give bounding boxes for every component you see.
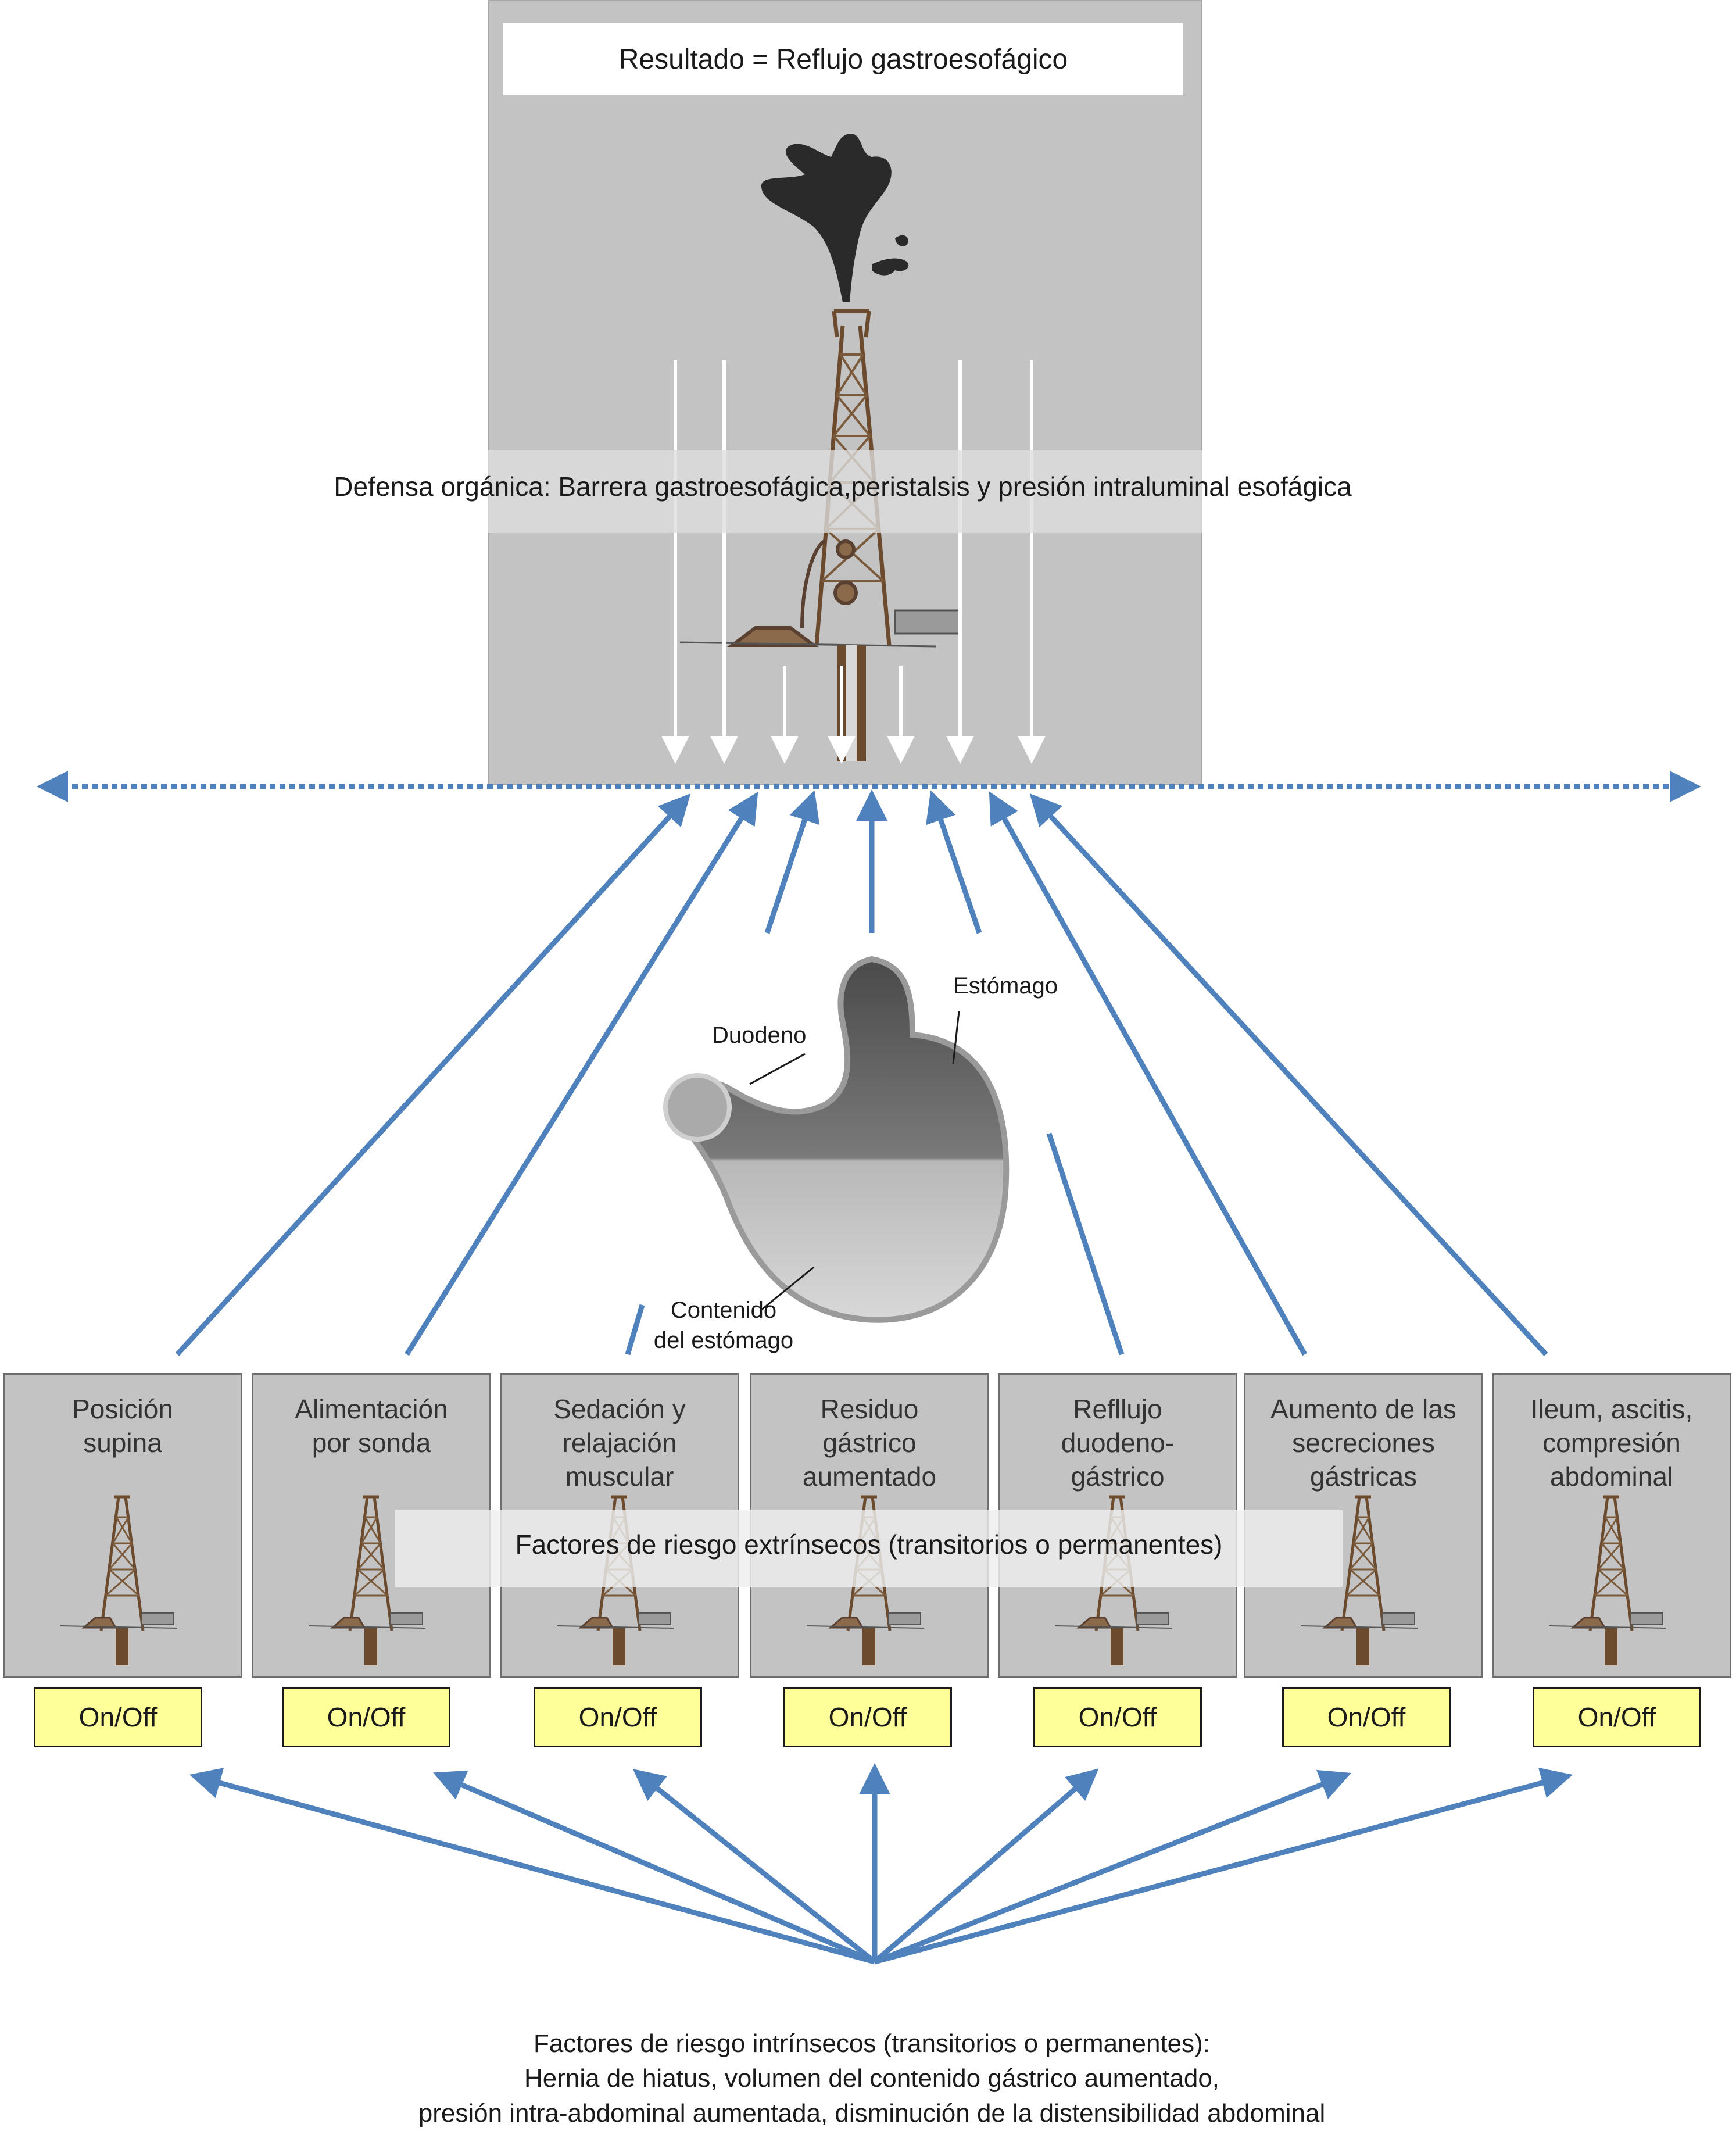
toggle-residuo-gastrico[interactable]: On/Off: [783, 1687, 952, 1747]
factor-arrow-6: [989, 791, 1307, 1356]
intrinsic-factors: Factores de riesgo intrínsecos (transito…: [174, 2026, 1569, 2131]
factor-title: Aumento de las secreciones gástricas: [1270, 1394, 1456, 1492]
intrinsic-title: Factores de riesgo intrínsecos (transito…: [533, 2029, 1211, 2058]
factor-secreciones-gastricas: Aumento de las secreciones gástricas: [1244, 1373, 1483, 1678]
toggle-alimentacion-por-sonda[interactable]: On/Off: [282, 1687, 450, 1747]
defense-label: Defensa orgánica: Barrera gastroesofágic…: [334, 471, 1352, 502]
extrinsic-label: Factores de riesgo extrínsecos (transito…: [515, 1529, 1223, 1560]
extrinsic-band: [395, 1510, 1343, 1587]
defense-arrows: [661, 360, 1046, 764]
factor-title: Ileum, ascitis, compresión abdominal: [1530, 1394, 1693, 1492]
factor-posicion-supina: Posición supina: [3, 1373, 242, 1678]
intrinsic-arrow-6: [874, 1769, 1352, 1965]
toggle-posicion-supina[interactable]: On/Off: [34, 1687, 202, 1747]
intrinsic-line-2: Hernia de hiatus, volumen del contenido …: [524, 2064, 1220, 2093]
factor-ileum-ascitis: Ileum, ascitis, compresión abdominal: [1492, 1373, 1731, 1678]
toggle-secreciones-gastricas[interactable]: On/Off: [1282, 1687, 1451, 1747]
intrinsic-arrow-1: [189, 1768, 876, 1965]
factor-arrow-5: [926, 790, 982, 934]
defense-band: [488, 450, 1202, 533]
stomach-contents-label: Contenido del estómago: [653, 1297, 794, 1353]
intrinsic-arrow-2: [433, 1770, 876, 1965]
factor-arrow-1: [175, 793, 691, 1357]
factor-title: Residuo gástrico aumentado: [802, 1394, 937, 1492]
toggle-sedacion[interactable]: On/Off: [534, 1687, 702, 1747]
toggle-ileum-ascitis[interactable]: On/Off: [1533, 1687, 1701, 1747]
intrinsic-arrow-3: [632, 1769, 876, 1964]
factor-title: Posición supina: [72, 1394, 173, 1458]
stomach-label: Estómago: [953, 973, 1058, 999]
toggle-reflujo-duodeno-gastrico[interactable]: On/Off: [1033, 1687, 1202, 1747]
duodenum-label: Duodeno: [712, 1022, 807, 1048]
factor-title: Sedación y relajación muscular: [553, 1394, 686, 1492]
intrinsic-arrow-5: [873, 1768, 1099, 1964]
oil-rig-icon: [1549, 1491, 1671, 1665]
intrinsic-arrow-7: [874, 1767, 1573, 1965]
factor-title: Alimentación por sonda: [295, 1394, 448, 1458]
factor-title: Refllujo duodeno- gástrico: [1061, 1394, 1175, 1492]
oil-rig-icon: [60, 1491, 182, 1665]
intrinsic-line-3: presión intra-abdominal aumentada, dismi…: [418, 2099, 1326, 2128]
factor-arrow-7: [1029, 793, 1548, 1357]
factor-arrow-2: [405, 792, 758, 1356]
outcome-label: Resultado = Reflujo gastroesofágico: [503, 23, 1183, 95]
factor-alimentacion-por-sonda: Alimentación por sonda: [252, 1373, 491, 1678]
factor-arrow-3: [764, 790, 820, 934]
stomach-illustration: [663, 956, 1010, 1323]
